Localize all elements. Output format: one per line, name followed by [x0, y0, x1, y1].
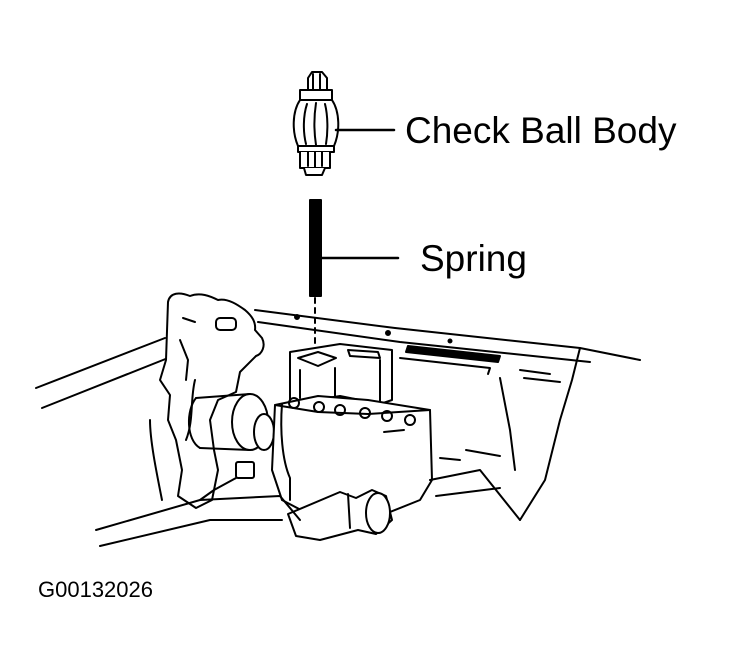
check-ball-body-part: [292, 71, 340, 176]
figure-id: G00132026: [38, 577, 153, 602]
spring-label: Spring: [420, 238, 527, 279]
check-ball-body-label: Check Ball Body: [405, 110, 677, 151]
transmission-housing: [35, 292, 641, 547]
spring-part: [309, 199, 322, 297]
